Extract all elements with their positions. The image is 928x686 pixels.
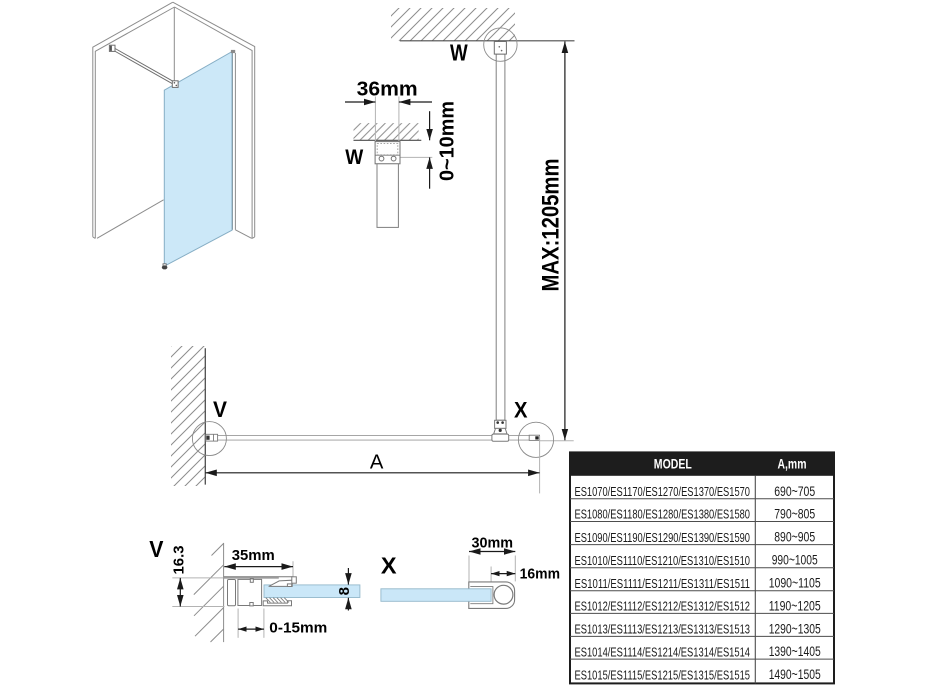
- svg-text:1090~1105: 1090~1105: [769, 576, 821, 591]
- svg-text:8: 8: [336, 587, 353, 595]
- svg-text:1490~1505: 1490~1505: [769, 667, 821, 682]
- svg-text:ES1015/ES1115/ES1215/ES1315/ES: ES1015/ES1115/ES1215/ES1315/ES1515: [575, 667, 751, 682]
- svg-text:ES1090/ES1190/ES1290/ES1390/ES: ES1090/ES1190/ES1290/ES1390/ES1590: [575, 530, 751, 545]
- svg-text:790~805: 790~805: [774, 507, 815, 522]
- svg-text:X: X: [381, 552, 397, 578]
- svg-text:W: W: [345, 146, 363, 169]
- svg-text:X: X: [514, 398, 528, 423]
- svg-text:MODEL: MODEL: [654, 457, 692, 472]
- svg-text:MAX:1205mm: MAX:1205mm: [537, 159, 564, 292]
- svg-text:ES1014/ES1114/ES1214/ES1314/ES: ES1014/ES1114/ES1214/ES1314/ES1514: [575, 644, 751, 659]
- svg-text:ES1070/ES1170/ES1270/ES1370/ES: ES1070/ES1170/ES1270/ES1370/ES1570: [575, 484, 751, 499]
- svg-text:0~10mm: 0~10mm: [436, 101, 458, 181]
- svg-text:ES1013/ES1113/ES1213/ES1313/ES: ES1013/ES1113/ES1213/ES1313/ES1513: [575, 622, 751, 637]
- svg-text:16mm: 16mm: [520, 565, 560, 582]
- svg-text:990~1005: 990~1005: [772, 553, 818, 568]
- svg-text:V: V: [213, 397, 227, 422]
- svg-text:690~705: 690~705: [774, 484, 815, 499]
- svg-text:ES1010/ES1110/ES1210/ES1310/ES: ES1010/ES1110/ES1210/ES1310/ES1510: [575, 553, 751, 568]
- svg-text:35mm: 35mm: [232, 547, 275, 564]
- svg-text:1290~1305: 1290~1305: [769, 621, 821, 636]
- svg-text:A,mm: A,mm: [778, 457, 807, 472]
- svg-text:ES1011/ES1111/ES1211/ES1311/ES: ES1011/ES1111/ES1211/ES1311/ES1511: [575, 576, 751, 591]
- svg-text:V: V: [149, 536, 164, 562]
- svg-text:16.3: 16.3: [170, 546, 187, 575]
- svg-text:W: W: [450, 40, 468, 66]
- svg-text:1390~1405: 1390~1405: [769, 644, 821, 659]
- svg-text:ES1080/ES1180/ES1280/ES1380/ES: ES1080/ES1180/ES1280/ES1380/ES1580: [575, 507, 751, 522]
- svg-text:0-15mm: 0-15mm: [269, 620, 327, 637]
- svg-text:36mm: 36mm: [357, 79, 418, 101]
- svg-text:30mm: 30mm: [472, 534, 514, 551]
- svg-text:ES1012/ES1112/ES1212/ES1312/ES: ES1012/ES1112/ES1212/ES1312/ES1512: [575, 599, 751, 614]
- svg-text:1190~1205: 1190~1205: [769, 598, 821, 613]
- svg-text:A: A: [370, 451, 384, 473]
- svg-text:890~905: 890~905: [774, 530, 815, 545]
